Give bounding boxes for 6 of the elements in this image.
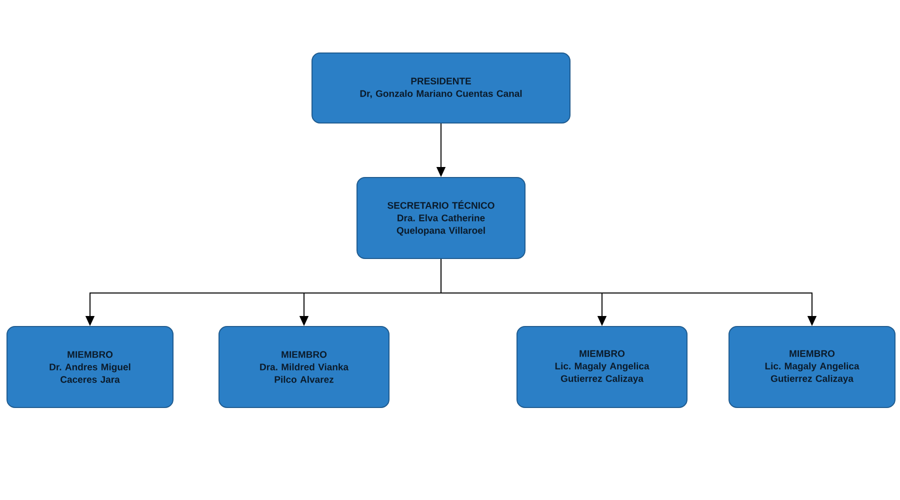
org-box: MIEMBRO Dra. Mildred Vianka Pilco Alvarez <box>218 326 390 408</box>
org-box: PRESIDENTE Dr, Gonzalo Mariano Cuentas Canal <box>312 52 570 124</box>
org-box: MIEMBRO Lic. Magaly Angelica Gutierrez Calizaya <box>728 326 896 408</box>
org-box: SECRETARIO TÉCNICO Dra. Elva Catherine Quelopana Villaroel <box>356 177 526 259</box>
org-box: MIEMBRO Lic. Magaly Angelica Gutierrez Calizaya <box>516 326 688 408</box>
org-box: MIEMBRO Dr. Andres Miguel Caceres Jara <box>6 326 174 408</box>
